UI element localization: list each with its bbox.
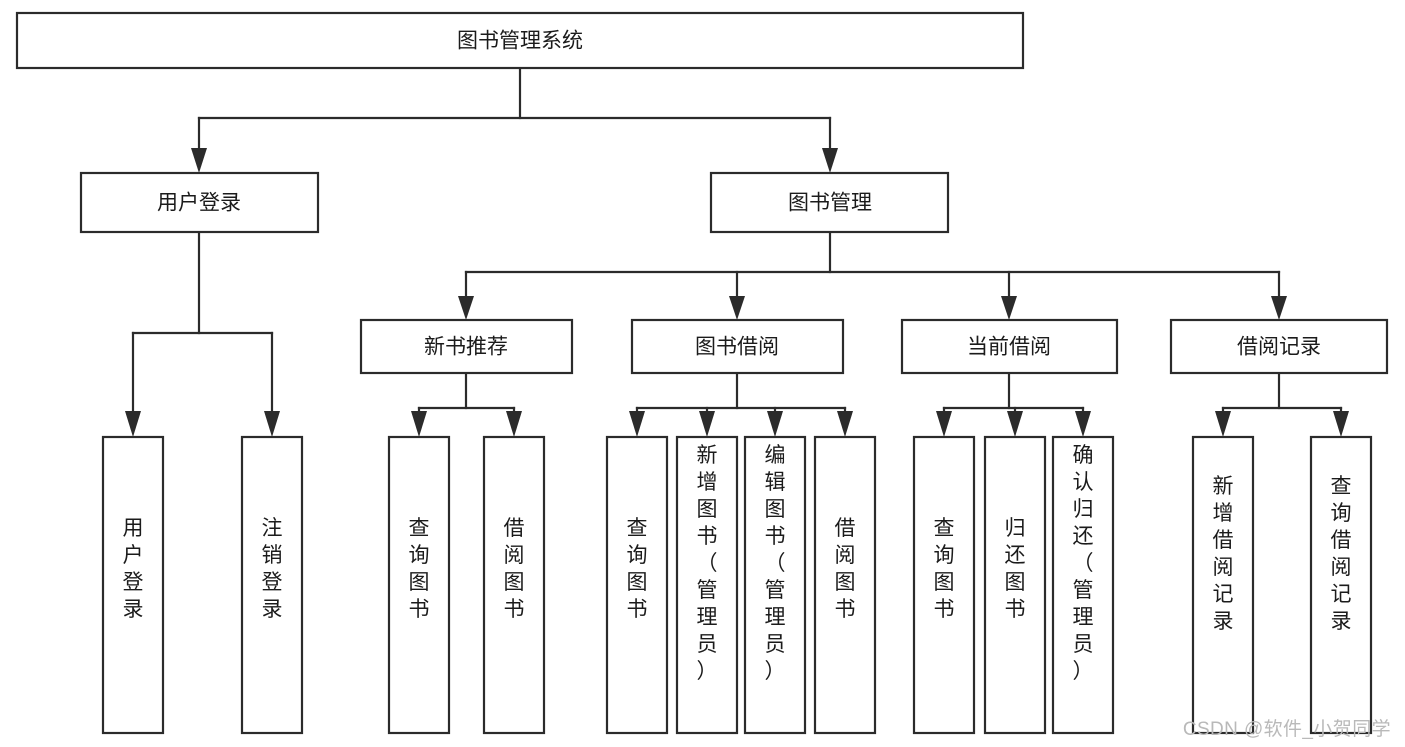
connector-group-book-borrow bbox=[629, 371, 853, 437]
node-leaf-3-label: 查询图书 bbox=[409, 517, 430, 621]
connector-group-user-login bbox=[125, 230, 280, 437]
node-borrow-record-label: 借阅记录 bbox=[1237, 336, 1321, 359]
connector-group-new-book-rec bbox=[411, 371, 522, 437]
node-leaf-3-box[interactable] bbox=[387, 435, 451, 735]
node-leaf-8-box[interactable] bbox=[813, 435, 877, 735]
node-leaf-13-label: 查询借阅记录 bbox=[1331, 475, 1352, 633]
arrow-head-leaf-2 bbox=[264, 411, 280, 437]
node-leaf-5-label: 查询图书 bbox=[627, 517, 648, 621]
node-leaf-11-label: 确认归还（管理员） bbox=[1073, 444, 1094, 683]
node-leaf-7-box[interactable] bbox=[743, 435, 807, 735]
arrow-head-book-borrow bbox=[729, 296, 745, 320]
node-leaf-13-box[interactable] bbox=[1309, 435, 1373, 735]
node-current-borrow-box[interactable] bbox=[900, 318, 1119, 375]
arrow-head-leaf-7 bbox=[767, 411, 783, 437]
node-borrow-record[interactable]: 借阅记录 bbox=[1169, 318, 1389, 375]
node-leaf-6-box[interactable] bbox=[675, 435, 739, 735]
node-current-borrow-label: 当前借阅 bbox=[967, 336, 1051, 359]
arrow-head-leaf-12 bbox=[1215, 411, 1231, 437]
node-leaf-2[interactable]: 注销登录 bbox=[240, 435, 304, 735]
node-borrow-record-box[interactable] bbox=[1169, 318, 1389, 375]
node-leaf-8-label: 借阅图书 bbox=[835, 517, 856, 621]
node-leaf-8[interactable]: 借阅图书 bbox=[813, 435, 877, 735]
node-book-borrow-label: 图书借阅 bbox=[695, 336, 779, 359]
connector-group-book-mgmt bbox=[458, 230, 1287, 320]
node-leaf-11[interactable]: 确认归还（管理员） bbox=[1051, 435, 1115, 735]
node-root-box[interactable] bbox=[15, 11, 1025, 70]
node-book-mgmt-label: 图书管理 bbox=[788, 192, 872, 215]
node-leaf-7-label: 编辑图书（管理员） bbox=[765, 444, 786, 683]
arrow-head-leaf-10 bbox=[1007, 411, 1023, 437]
node-leaf-9[interactable]: 查询图书 bbox=[912, 435, 976, 735]
arrow-head-current-borrow bbox=[1001, 296, 1017, 320]
node-user-login-box[interactable] bbox=[79, 171, 320, 234]
node-book-borrow[interactable]: 图书借阅 bbox=[630, 318, 845, 375]
arrow-head-leaf-1 bbox=[125, 411, 141, 437]
connector-group-current-borrow bbox=[936, 371, 1091, 437]
node-leaf-5[interactable]: 查询图书 bbox=[605, 435, 669, 735]
node-leaf-1[interactable]: 用户登录 bbox=[101, 435, 165, 735]
node-leaf-1-label: 用户登录 bbox=[123, 517, 144, 621]
node-leaf-9-label: 查询图书 bbox=[934, 517, 955, 621]
csdn-watermark: CSDN @软件_小贺同学 bbox=[1182, 719, 1391, 740]
node-user-login-label: 用户登录 bbox=[157, 192, 241, 215]
node-root[interactable]: 图书管理系统 bbox=[15, 11, 1025, 70]
node-root-label: 图书管理系统 bbox=[457, 30, 583, 53]
arrow-head-book-mgmt bbox=[822, 148, 838, 173]
arrow-head-leaf-3 bbox=[411, 411, 427, 437]
node-leaf-10-label: 归还图书 bbox=[1005, 517, 1026, 621]
node-leaf-6-label: 新增图书（管理员） bbox=[697, 444, 718, 683]
node-user-login[interactable]: 用户登录 bbox=[79, 171, 320, 234]
arrow-head-leaf-13 bbox=[1333, 411, 1349, 437]
node-current-borrow[interactable]: 当前借阅 bbox=[900, 318, 1119, 375]
node-leaf-12-label: 新增借阅记录 bbox=[1213, 475, 1234, 633]
node-book-borrow-box[interactable] bbox=[630, 318, 845, 375]
node-leaf-4-box[interactable] bbox=[482, 435, 546, 735]
node-leaf-1-box[interactable] bbox=[101, 435, 165, 735]
arrow-head-leaf-4 bbox=[506, 411, 522, 437]
node-leaf-5-box[interactable] bbox=[605, 435, 669, 735]
node-leaf-2-box[interactable] bbox=[240, 435, 304, 735]
node-leaf-10-box[interactable] bbox=[983, 435, 1047, 735]
arrow-head-leaf-8 bbox=[837, 411, 853, 437]
arrow-head-leaf-6 bbox=[699, 411, 715, 437]
connector-group-borrow-record bbox=[1215, 371, 1349, 437]
node-leaf-3[interactable]: 查询图书 bbox=[387, 435, 451, 735]
node-leaf-7[interactable]: 编辑图书（管理员） bbox=[743, 435, 807, 735]
node-book-mgmt-box[interactable] bbox=[709, 171, 950, 234]
node-leaf-4-label: 借阅图书 bbox=[504, 517, 525, 621]
node-leaf-6[interactable]: 新增图书（管理员） bbox=[675, 435, 739, 735]
node-new-book-rec[interactable]: 新书推荐 bbox=[359, 318, 574, 375]
arrow-head-new-book-rec bbox=[458, 296, 474, 320]
node-book-mgmt[interactable]: 图书管理 bbox=[709, 171, 950, 234]
arrow-head-user-login bbox=[191, 148, 207, 173]
arrow-head-borrow-record bbox=[1271, 296, 1287, 320]
node-leaf-2-label: 注销登录 bbox=[262, 517, 283, 621]
node-new-book-rec-label: 新书推荐 bbox=[424, 336, 508, 359]
node-leaf-12-box[interactable] bbox=[1191, 435, 1255, 735]
node-leaf-12[interactable]: 新增借阅记录 bbox=[1191, 435, 1255, 735]
node-leaf-4[interactable]: 借阅图书 bbox=[482, 435, 546, 735]
node-leaf-11-box[interactable] bbox=[1051, 435, 1115, 735]
node-leaf-9-box[interactable] bbox=[912, 435, 976, 735]
arrow-head-leaf-5 bbox=[629, 411, 645, 437]
arrow-head-leaf-9 bbox=[936, 411, 952, 437]
node-leaf-13[interactable]: 查询借阅记录 bbox=[1309, 435, 1373, 735]
node-new-book-rec-box[interactable] bbox=[359, 318, 574, 375]
connector-group-root bbox=[191, 66, 838, 173]
node-leaf-10[interactable]: 归还图书 bbox=[983, 435, 1047, 735]
arrow-head-leaf-11 bbox=[1075, 411, 1091, 437]
